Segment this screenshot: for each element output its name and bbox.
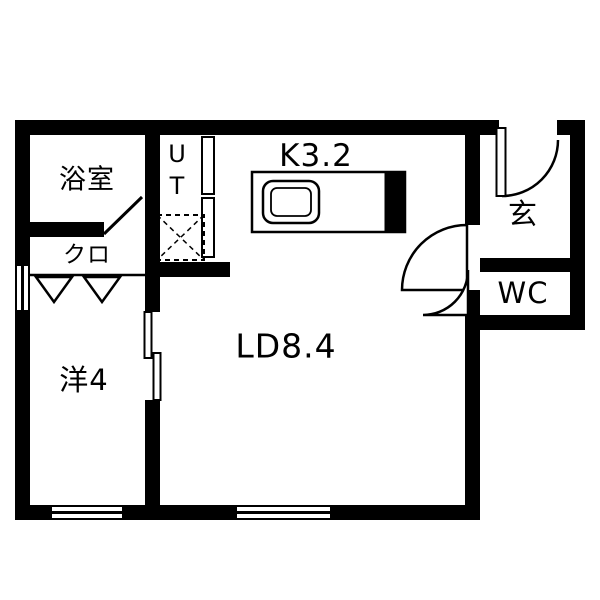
bath-door-icon (102, 195, 144, 236)
wall-ld-right (465, 315, 480, 520)
kitchen-counter-icon (250, 170, 407, 234)
wall-bottom-c (330, 505, 480, 520)
wall-bottom-b (122, 505, 237, 520)
wall-entrance-wc-divider (480, 258, 570, 272)
sliding-door-icon (143, 311, 162, 401)
window-left-wall (15, 266, 30, 310)
wall-wing-bottom (480, 315, 585, 330)
wall-right-outer (570, 120, 585, 330)
room-label-utility: UT (163, 140, 191, 204)
room-label-toilet: WC (497, 276, 549, 310)
entrance-door-icon (495, 127, 560, 198)
room-label-entrance: 玄 (507, 197, 539, 231)
wall-bath-bottom (30, 222, 104, 237)
room-label-living-dining: LD8.4 (235, 326, 337, 366)
room-label-western-room: 洋4 (59, 363, 109, 397)
washer-pan-icon (156, 214, 205, 261)
wall-top-main (15, 120, 485, 135)
window-living-dining (237, 505, 330, 520)
closet-hanger-icon (30, 273, 145, 305)
room-label-kitchen: K3.2 (279, 138, 353, 174)
wc-door-icon (422, 269, 470, 317)
wall-ut-bottom (145, 262, 230, 277)
wall-left-lower (15, 310, 30, 520)
wall-western-ld (145, 400, 160, 505)
room-label-closet: クロ (63, 242, 111, 268)
ut-door-icon (201, 136, 215, 258)
wall-left-upper (15, 120, 30, 266)
window-western-room (52, 505, 122, 520)
wall-kitchen-entrance (465, 135, 480, 225)
ld-door-icon (400, 223, 469, 292)
room-label-bath: 浴室 (59, 164, 115, 196)
